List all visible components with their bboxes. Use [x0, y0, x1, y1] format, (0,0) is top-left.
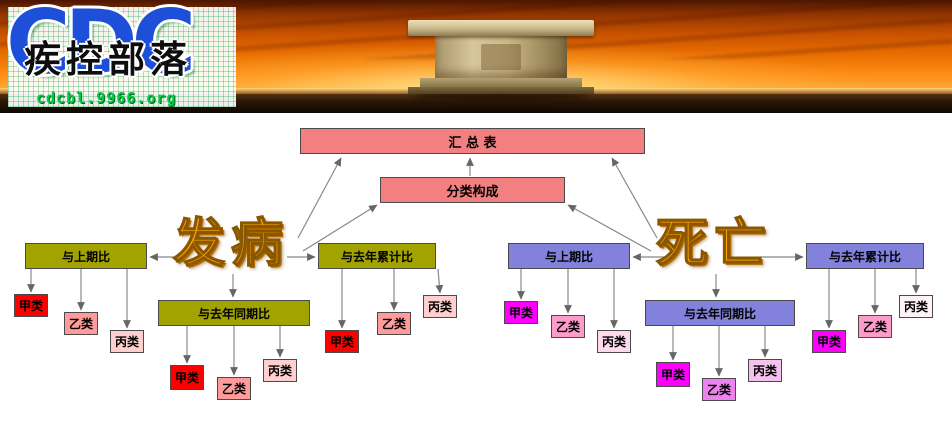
node-death-vs-previous-class-c[interactable]: 丙类 [597, 330, 631, 353]
node-death-vs-cumulative-class-b[interactable]: 乙类 [858, 315, 892, 338]
node-death-vs-same-period-class-b[interactable]: 乙类 [702, 378, 736, 401]
node-death-vs-cumulative-class-a[interactable]: 甲类 [812, 330, 846, 353]
node-death-vs-same-period-class-c[interactable]: 丙类 [748, 359, 782, 382]
logo-mesh-pattern [8, 7, 236, 107]
ground-silhouette [0, 94, 952, 113]
node-death-vs-previous[interactable]: 与上期比 [508, 243, 630, 269]
node-incidence-vs-same-period-class-c[interactable]: 丙类 [263, 359, 297, 382]
branch-title-death: 死亡 [655, 214, 773, 274]
node-incidence-vs-cumulative-class-b[interactable]: 乙类 [377, 312, 411, 335]
site-logo: CDC 疾控部落 cdcbl.9966.org [6, 0, 236, 107]
node-incidence-vs-cumulative-class-a[interactable]: 甲类 [325, 330, 359, 353]
node-death-vs-last-year-same-period[interactable]: 与去年同期比 [645, 300, 795, 326]
node-incidence-vs-previous-class-a[interactable]: 甲类 [14, 294, 48, 317]
branch-title-incidence: 发病 [172, 214, 290, 274]
node-incidence-vs-cumulative-class-c[interactable]: 丙类 [423, 295, 457, 318]
node-classification-composition[interactable]: 分类构成 [380, 177, 565, 203]
node-incidence-vs-same-period-class-a[interactable]: 甲类 [170, 365, 204, 390]
monument-inscription-panel [481, 44, 521, 70]
monument-shadow [414, 92, 588, 100]
node-incidence-vs-previous-class-c[interactable]: 丙类 [110, 330, 144, 353]
node-death-vs-cumulative-class-c[interactable]: 丙类 [899, 295, 933, 318]
node-incidence-vs-last-year-cumulative[interactable]: 与去年累计比 [318, 243, 436, 269]
node-death-vs-last-year-cumulative[interactable]: 与去年累计比 [806, 243, 924, 269]
node-incidence-vs-previous-class-b[interactable]: 乙类 [64, 312, 98, 335]
node-death-vs-same-period-class-a[interactable]: 甲类 [656, 362, 690, 387]
node-death-vs-previous-class-a[interactable]: 甲类 [504, 301, 538, 324]
node-incidence-vs-last-year-same-period[interactable]: 与去年同期比 [158, 300, 310, 326]
node-death-vs-previous-class-b[interactable]: 乙类 [551, 315, 585, 338]
banner: CDC 疾控部落 cdcbl.9966.org [0, 0, 952, 113]
monument-top-slab [408, 20, 594, 36]
stone-monument-image [408, 20, 594, 100]
monument-plinth [408, 87, 594, 94]
logo-cdc-text: CDC [6, 0, 196, 94]
node-summary-table[interactable]: 汇 总 表 [300, 128, 645, 154]
node-incidence-vs-same-period-class-b[interactable]: 乙类 [217, 377, 251, 400]
monument-body [435, 36, 567, 78]
node-incidence-vs-previous[interactable]: 与上期比 [25, 243, 147, 269]
logo-site-title: 疾控部落 [24, 37, 192, 81]
site-url[interactable]: cdcbl.9966.org [36, 89, 177, 107]
monument-base [420, 78, 582, 87]
